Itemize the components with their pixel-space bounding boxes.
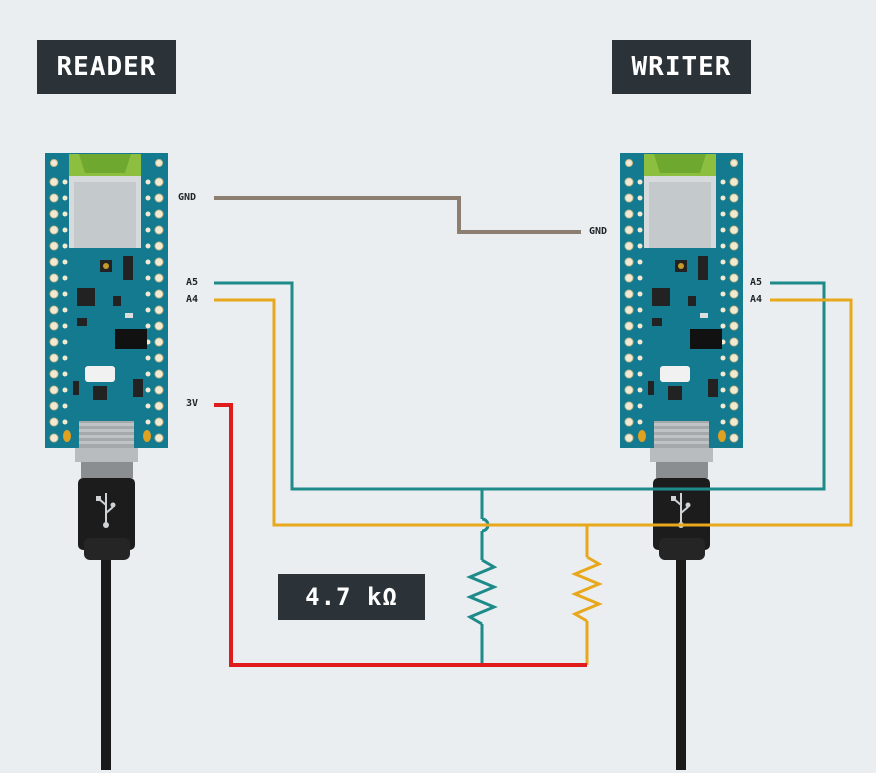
reader-a5-label: A5 — [186, 277, 199, 288]
resistor-value-label: 4.7 kΩ — [278, 574, 425, 620]
reader-3v-label: 3V — [186, 398, 199, 409]
teal-resistor — [466, 558, 498, 626]
gnd-wire — [214, 196, 581, 234]
reader-board — [44, 152, 169, 771]
writer-a5-label: A5 — [750, 277, 763, 288]
a5-wire-reader — [214, 281, 826, 491]
reader-gnd-label: GND — [178, 192, 197, 203]
writer-board — [619, 152, 744, 771]
writer-title: WRITER — [612, 40, 751, 94]
reader-a4-label: A4 — [186, 294, 199, 305]
yellow-resistor — [571, 555, 603, 623]
writer-gnd-label: GND — [589, 226, 608, 237]
writer-a4-label: A4 — [750, 294, 763, 305]
power-wire — [214, 403, 587, 667]
a4-wire — [214, 298, 853, 527]
reader-title: READER — [37, 40, 176, 94]
